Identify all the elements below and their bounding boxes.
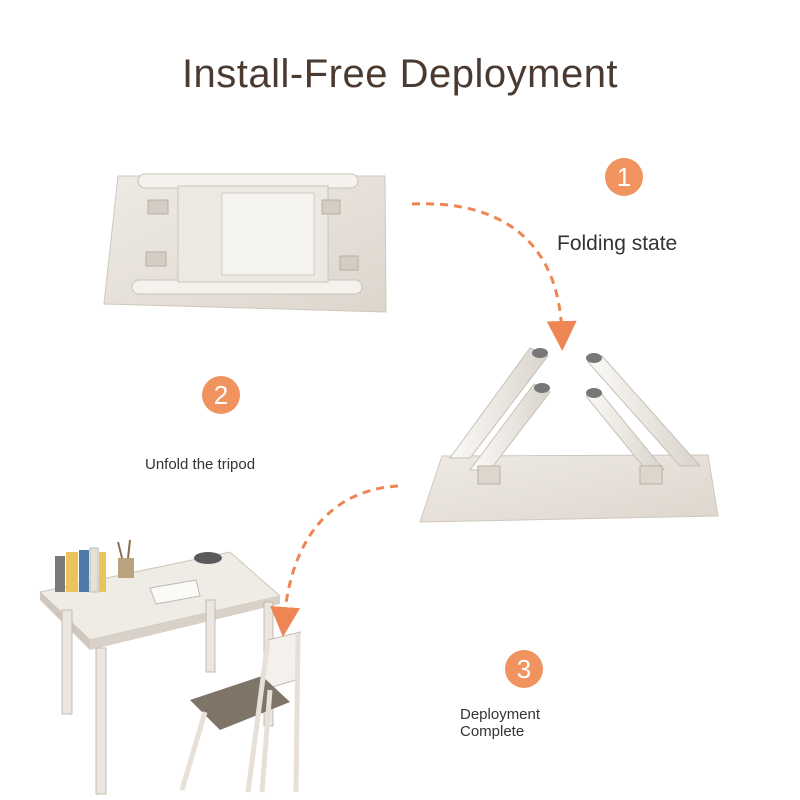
step-3-label-line2: Complete — [460, 723, 525, 740]
step-3-label: Deployment Complete — [460, 706, 540, 740]
completed-desk-image — [38, 539, 301, 795]
page-title: Install-Free Deployment — [181, 52, 619, 96]
folded-table-image — [103, 173, 387, 313]
step-1-label: Folding state — [557, 232, 678, 255]
step-1-badge: 1 — [605, 158, 643, 196]
step-2-badge: 2 — [202, 376, 240, 414]
arrow-step1-to-step2 — [411, 202, 577, 351]
step-2-label: Unfold the tripod — [145, 456, 256, 473]
step-3-badge: 3 — [505, 650, 543, 688]
step-3-label-line1: Deployment — [460, 706, 541, 723]
unfolded-tripod-image — [419, 347, 719, 523]
arrow-step2-to-step3 — [270, 484, 399, 637]
